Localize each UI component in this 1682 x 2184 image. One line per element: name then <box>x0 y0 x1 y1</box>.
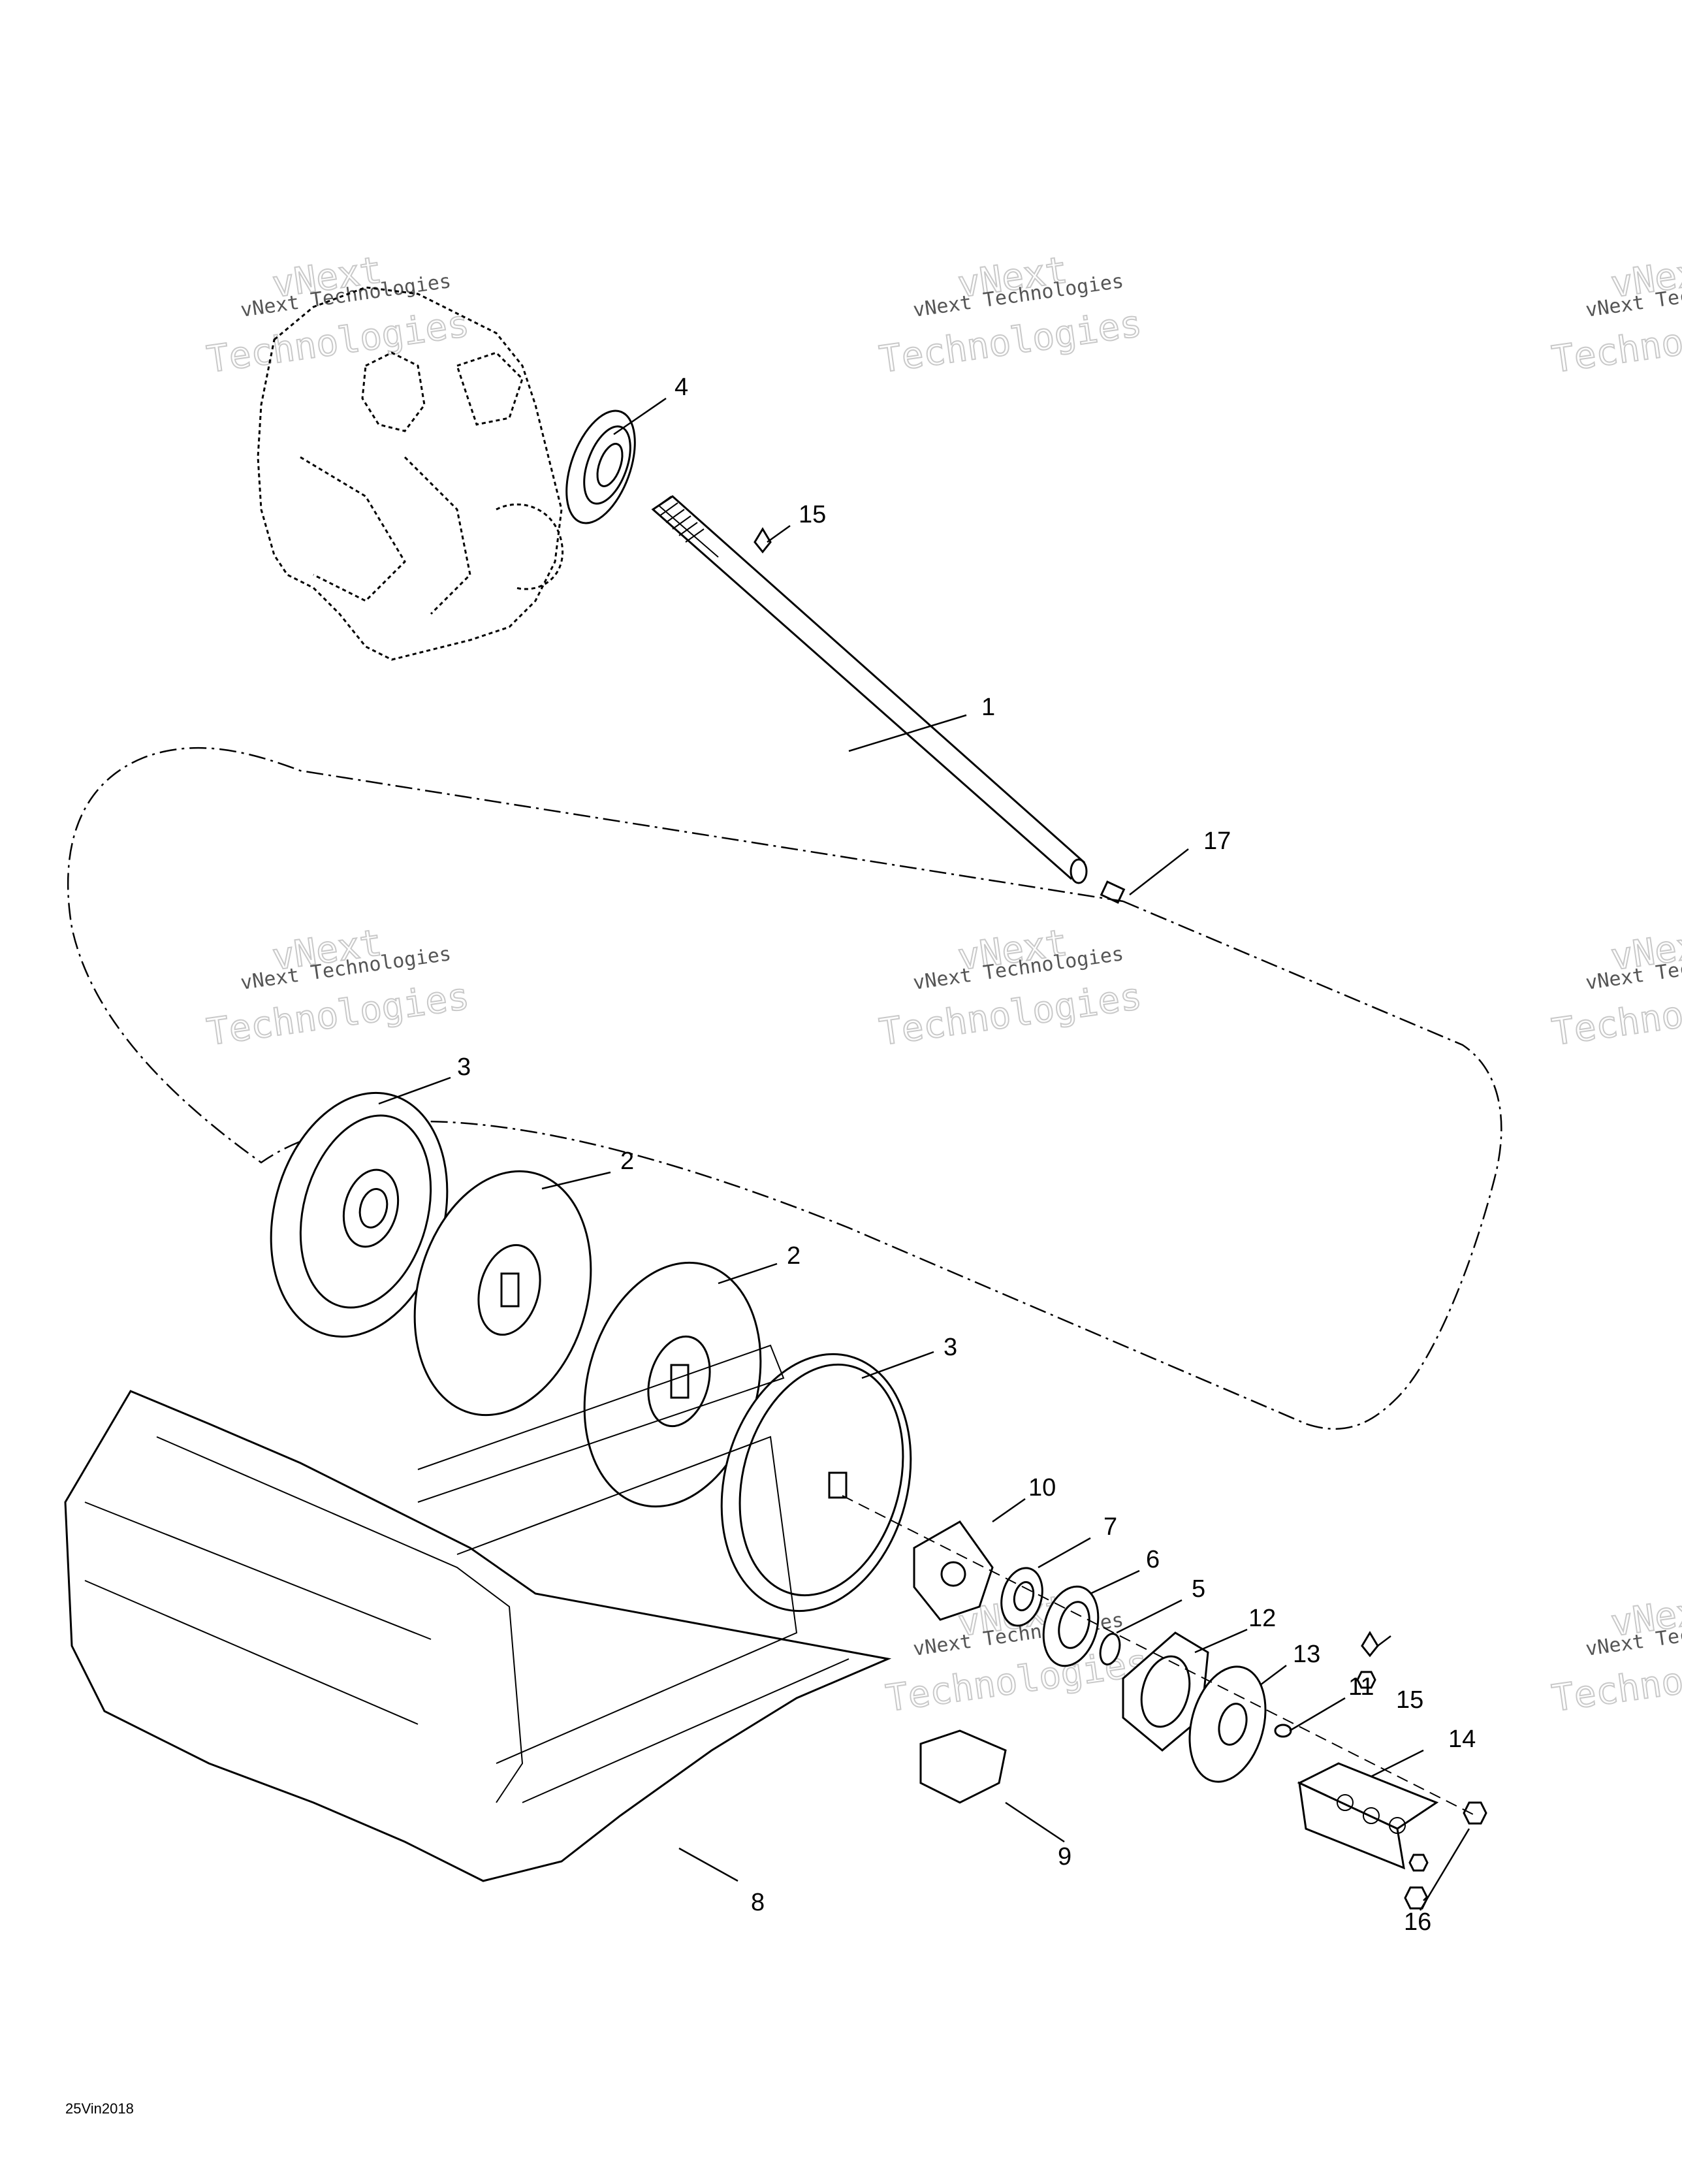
callout-15-upper: 15 <box>799 501 826 528</box>
callout-14: 14 <box>1448 1726 1476 1753</box>
callout-7: 7 <box>1103 1513 1117 1541</box>
sprocket-part-3-left <box>270 1091 449 1338</box>
housing-plate-part-10 <box>913 1520 994 1621</box>
callout-2-a: 2 <box>620 1148 634 1175</box>
wheel-part-3-right <box>720 1353 912 1613</box>
watermark-mid-left: Technologies vNext vNext Technologies <box>204 921 473 1055</box>
bolt-part-11 <box>1274 1724 1292 1738</box>
footer-code: 25Vin2018 <box>65 2100 134 2117</box>
callout-4: 4 <box>674 374 688 401</box>
watermark-low-right: Technologies vNext vNext Technologies <box>1549 1587 1682 1721</box>
nut-part-16-c <box>1408 1854 1429 1872</box>
chain-path-outline <box>67 747 1502 1430</box>
callout-8: 8 <box>751 1889 765 1916</box>
assembly-axis-line <box>842 1495 1476 1816</box>
grease-part-15-lower <box>1361 1631 1379 1658</box>
sprocket-part-2-b <box>583 1261 762 1508</box>
watermark-top-right: Technologies vNext vNext Technologies <box>1549 248 1682 382</box>
callout-9: 9 <box>1058 1843 1071 1871</box>
callout-3-right: 3 <box>944 1334 957 1361</box>
chaincase-housing <box>257 286 563 661</box>
callout-5: 5 <box>1192 1575 1205 1603</box>
callout-17: 17 <box>1203 827 1231 855</box>
watermark-mid-center: Technologies vNext vNext Technologies <box>876 921 1145 1055</box>
flange-part-13 <box>1188 1665 1267 1783</box>
callout-2-b: 2 <box>787 1242 801 1270</box>
grease-part-15-upper <box>754 527 772 554</box>
sprocket-part-2-a <box>413 1170 592 1417</box>
nut-part-16-d <box>1356 1671 1376 1689</box>
bearing-part-6 <box>1042 1585 1100 1667</box>
callout-6: 6 <box>1146 1546 1160 1573</box>
bearing-part-4 <box>565 410 636 524</box>
callout-10: 10 <box>1028 1474 1056 1502</box>
bracket-part-14 <box>1297 1762 1439 1870</box>
watermark-top-center: Technologies vNext vNext Technologies <box>876 248 1145 382</box>
nut-part-16-a <box>1463 1801 1487 1825</box>
callout-13: 13 <box>1293 1641 1320 1668</box>
ring-part-5 <box>1099 1633 1121 1665</box>
track-part-8 <box>64 1344 892 1882</box>
drive-axle-part-1 <box>651 495 1088 884</box>
callout-15-lower: 15 <box>1396 1686 1423 1714</box>
leader-lines <box>378 397 1470 1911</box>
watermark-top-left: Technologies vNext vNext Technologies <box>204 248 473 382</box>
watermark-mid-right: Technologies vNext vNext Technologies <box>1549 921 1682 1055</box>
callout-1: 1 <box>981 694 995 721</box>
callout-16: 16 <box>1404 1908 1431 1936</box>
slider-block-part-9 <box>919 1729 1007 1804</box>
callout-12: 12 <box>1248 1605 1276 1632</box>
callout-11: 11 <box>1348 1673 1374 1701</box>
callout-3-left: 3 <box>457 1053 471 1081</box>
